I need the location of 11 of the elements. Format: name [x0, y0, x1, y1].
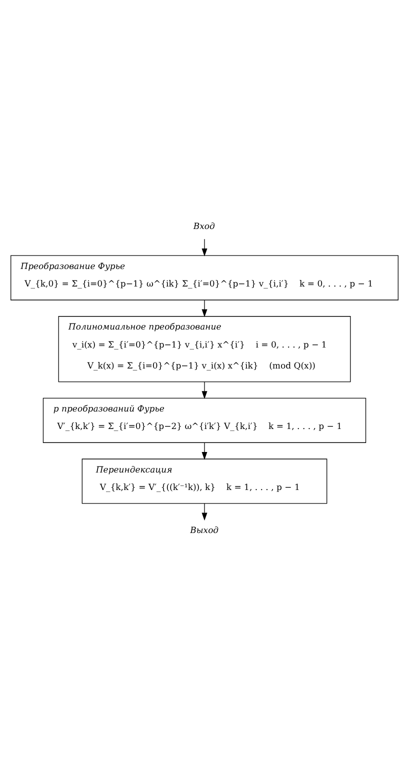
node-box: p преобразований Фурье V′_{k,k′} = Σ_{i′=0}^{p−2} ω^{i′k′} V_{k,i′} k = 1, . . . , p − 1 [42, 397, 366, 442]
node-box: Переиндексация V_{k,k′} = V′_{((k′⁻¹k)), k} k = 1, . . . , p − 1 [82, 458, 328, 504]
node-box: Преобразование Фурье V_{k,0} = Σ_{i=0}^{p−1} ω^{ik} Σ_{i′=0}^{p−1} v_{i,i′} k = 0, . . . , p − 1 [10, 254, 398, 300]
node-text: Выход [190, 526, 219, 536]
arrow [202, 442, 208, 460]
node-box: Полиномиальное преобразование v_i(x) = Σ_{i′=0}^{p−1} v_{i,i′} x^{i′} i = 0, . . . , p − 1 V_k(x) = Σ_{i=0}^{p−1} v_i(x) x^{ik} (mod Q(x)) [58, 316, 351, 382]
arrow [202, 238, 208, 256]
arrow [202, 299, 208, 317]
arrow [202, 381, 208, 398]
node-text: Вход [193, 221, 215, 232]
arrow [202, 502, 208, 520]
